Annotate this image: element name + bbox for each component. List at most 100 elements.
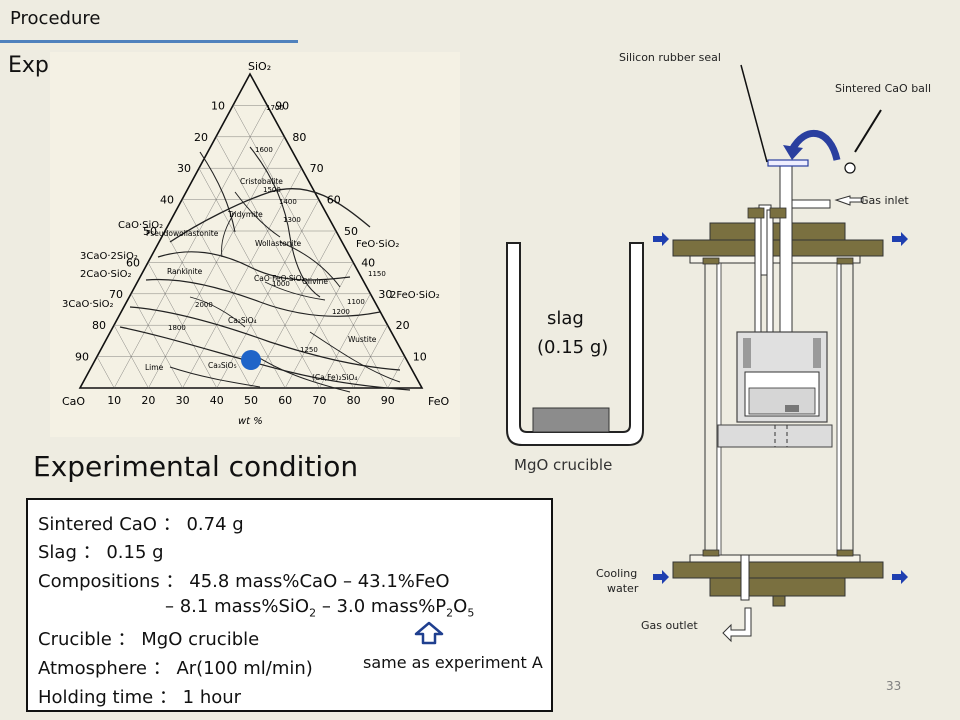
region-wustite: Wustite bbox=[348, 335, 377, 344]
tick-label: 90 bbox=[75, 351, 89, 364]
region-tridymite: Tridymite bbox=[227, 210, 263, 219]
isotherm-labels: 1700160015001400130012001250115011001000… bbox=[168, 104, 386, 354]
isotherm-label: 1100 bbox=[347, 298, 365, 306]
tick-label: 40 bbox=[210, 394, 224, 407]
region-olivine: Olivine bbox=[302, 277, 328, 286]
tick-label: 80 bbox=[347, 394, 361, 407]
phase-boundary-curves bbox=[119, 146, 411, 393]
cooling-water-label-1: Cooling bbox=[596, 567, 638, 580]
cond-sintered-cao: Sintered CaO ： 0.74 g bbox=[38, 514, 244, 535]
tick-label: 40 bbox=[160, 194, 174, 207]
tick-label: 30 bbox=[378, 288, 392, 301]
tick-label: 90 bbox=[275, 99, 289, 112]
apex-left-label: CaO bbox=[62, 395, 85, 408]
cond-compositions: Compositions ： 45.8 mass%CaO – 43.1%FeO bbox=[38, 571, 450, 592]
up-arrow-icon bbox=[414, 621, 444, 645]
tick-label: 70 bbox=[310, 162, 324, 175]
isotherm-label: 1500 bbox=[263, 186, 281, 194]
slag-sample bbox=[532, 407, 610, 433]
composition-marker bbox=[241, 350, 261, 370]
silicon-seal-label: Silicon rubber seal bbox=[619, 51, 721, 64]
tick-label: 70 bbox=[312, 394, 326, 407]
cond-atmosphere: Atmosphere ： Ar(100 ml/min) bbox=[38, 658, 313, 679]
region-ca3sio5: Ca₃SiO₅ bbox=[208, 361, 237, 370]
apex-labels: SiO₂ CaO FeO wt % bbox=[62, 60, 449, 427]
insert-arrow-icon bbox=[788, 130, 841, 161]
tick-label: 70 bbox=[109, 288, 123, 301]
page-number: 33 bbox=[886, 679, 902, 693]
crucible-label: MgO crucible bbox=[514, 456, 613, 474]
same-as-note: same as experiment A bbox=[363, 653, 543, 672]
reactor-apparatus bbox=[653, 64, 908, 643]
bottom-tick-labels: 10 20 30 40 50 60 70 80 90 bbox=[107, 394, 395, 407]
region-cao-feo-sio2: CaO·FeO·SiO₂ bbox=[254, 274, 305, 283]
isotherm-label: 1250 bbox=[300, 346, 318, 354]
isotherm-label: 1200 bbox=[332, 308, 350, 316]
tick-label: 10 bbox=[107, 394, 121, 407]
cooling-arrow-icon bbox=[892, 232, 908, 246]
region-wollastonite: Wollastonite bbox=[255, 239, 302, 248]
tick-label: 60 bbox=[327, 194, 341, 207]
isotherm-label: 1400 bbox=[279, 198, 297, 206]
triangle-frame bbox=[78, 72, 424, 389]
compound-feo-sio2: FeO·SiO₂ bbox=[356, 239, 399, 250]
gas-outlet-tube bbox=[740, 554, 750, 601]
tick-label: 90 bbox=[381, 394, 395, 407]
compound-f2s: 2FeO·SiO₂ bbox=[390, 290, 440, 301]
tick-label: 60 bbox=[278, 394, 292, 407]
seal-plate bbox=[767, 159, 809, 167]
cooling-arrow-icon bbox=[653, 570, 669, 584]
cooling-arrow-icon bbox=[653, 232, 669, 246]
tick-label: 50 bbox=[244, 394, 258, 407]
isotherm-label: 1800 bbox=[168, 324, 186, 332]
gas-inlet-arrow-icon bbox=[834, 195, 864, 206]
tick-label: 10 bbox=[211, 99, 225, 112]
compound-c2s: 2CaO·SiO₂ bbox=[80, 269, 132, 280]
cond-holding-time: Holding time ： 1 hour bbox=[38, 687, 242, 708]
isotherm-label: 1600 bbox=[255, 146, 273, 154]
gas-outlet-arrow-icon bbox=[722, 607, 752, 643]
region-ca2sio4-ss: (Ca,Fe)₂SiO₄ bbox=[312, 373, 357, 382]
region-ca2sio4: Ca₂SiO₄ bbox=[228, 316, 257, 325]
tick-label: 20 bbox=[141, 394, 155, 407]
axis-unit-label: wt % bbox=[238, 416, 263, 427]
tick-label: 10 bbox=[413, 351, 427, 364]
isotherm-label: 1300 bbox=[283, 216, 301, 224]
region-lime: Lime bbox=[145, 363, 164, 372]
tick-label: 40 bbox=[361, 256, 375, 269]
cooling-water-label-2: water bbox=[607, 582, 639, 595]
isotherm-label: 1000 bbox=[272, 280, 290, 288]
left-column bbox=[704, 262, 718, 556]
tick-label: 20 bbox=[396, 319, 410, 332]
compound-cao-sio2: CaO·SiO₂ bbox=[118, 220, 163, 231]
tick-label: 30 bbox=[177, 162, 191, 175]
right-column bbox=[840, 262, 854, 556]
condition-box: Sintered CaO ： 0.74 g Slag ： 0.15 g Comp… bbox=[26, 498, 553, 712]
tick-label: 30 bbox=[176, 394, 190, 407]
apex-right-label: FeO bbox=[428, 395, 449, 408]
title-underline bbox=[0, 40, 298, 43]
section-title: Procedure bbox=[10, 8, 101, 29]
tick-label: 20 bbox=[194, 131, 208, 144]
compound-c3s: 3CaO·SiO₂ bbox=[62, 299, 114, 310]
tick-label: 80 bbox=[292, 131, 306, 144]
cond-compositions-cont: – 8.1 mass%SiO2 – 3.0 mass%P2O5 bbox=[165, 596, 475, 620]
cao-ball-icon bbox=[844, 162, 856, 174]
compound-c3s2: 3CaO·2SiO₂ bbox=[80, 251, 138, 262]
isotherm-label: 1150 bbox=[368, 270, 386, 278]
cond-slag: Slag ： 0.15 g bbox=[38, 542, 164, 563]
tick-label: 60 bbox=[126, 256, 140, 269]
slag-label: slag bbox=[547, 308, 584, 329]
right-tick-labels: 90 80 70 60 50 40 30 20 10 bbox=[275, 99, 427, 363]
ternary-phase-diagram: SiO₂ CaO FeO wt % 10 20 30 40 50 60 70 80 90 90 8… bbox=[50, 52, 460, 437]
bottom-plate bbox=[672, 561, 884, 579]
tick-label: 50 bbox=[344, 225, 358, 238]
region-pseudowollastonite: Pseudowollastonite bbox=[146, 229, 219, 238]
region-rankinite: Rankinite bbox=[167, 267, 203, 276]
slag-mass-label: (0.15 g) bbox=[537, 337, 609, 358]
cao-ball-label: Sintered CaO ball bbox=[835, 82, 932, 95]
apex-top-label: SiO₂ bbox=[248, 60, 271, 73]
region-cristobalite: Cristobalite bbox=[240, 177, 283, 186]
gas-inlet-label: Gas inlet bbox=[860, 194, 909, 207]
